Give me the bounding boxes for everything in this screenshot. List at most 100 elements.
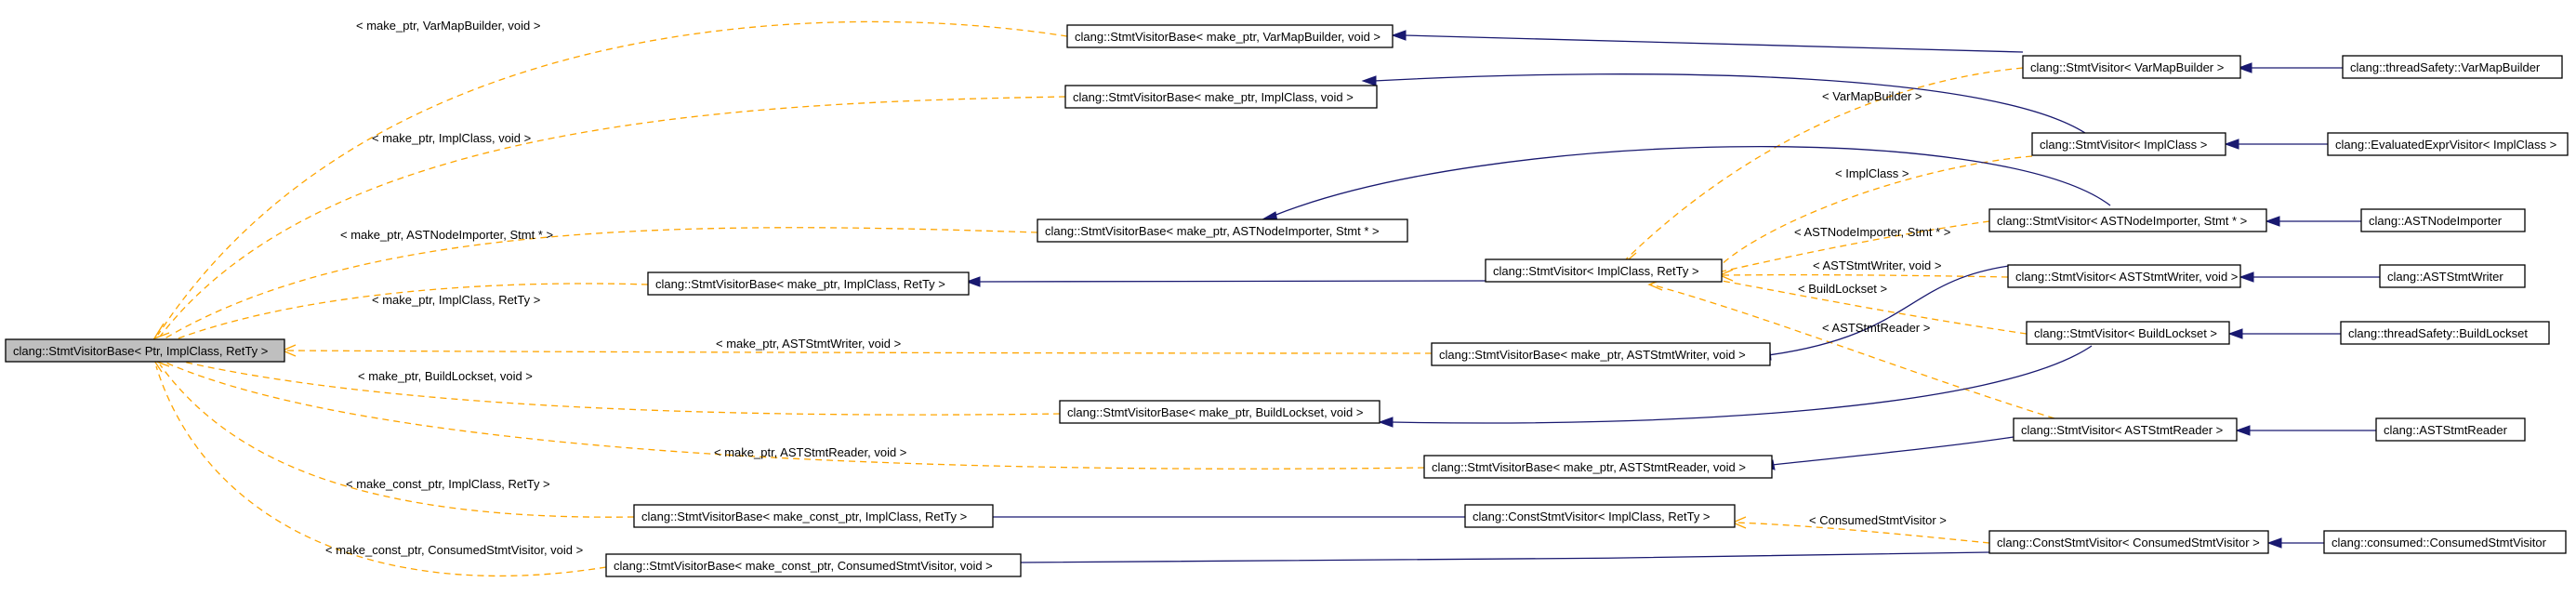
node-label: clang::StmtVisitorBase< Ptr, ImplClass, … [13, 344, 268, 358]
arrowhead [1378, 417, 1394, 428]
node-svb-aststmtwriter[interactable]: clang::StmtVisitorBase< make_ptr, ASTStm… [1431, 342, 1771, 366]
node-label: clang::StmtVisitorBase< make_ptr, ASTStm… [1439, 348, 1746, 362]
edge-sv-aststmtwriter [1721, 273, 2009, 278]
edge-sv-varmapbuilder [1624, 67, 2024, 261]
edge-label: < make_ptr, ASTNodeImporter, Stmt * > [340, 228, 553, 242]
edge-label: < make_ptr, VarMapBuilder, void > [356, 19, 540, 33]
arrowhead [965, 276, 981, 287]
node-label: clang::StmtVisitorBase< make_ptr, ASTStm… [1432, 460, 1746, 474]
edge-root-const-implclass [159, 364, 635, 518]
edge-label: < ASTNodeImporter, Stmt * > [1794, 225, 1950, 239]
node-root[interactable]: clang::StmtVisitorBase< Ptr, ImplClass, … [5, 338, 285, 363]
edge-sv-implclass [1719, 155, 2033, 267]
node-evaluatedexprvisitor[interactable]: clang::EvaluatedExprVisitor< ImplClass > [2327, 132, 2569, 156]
edge-label: < make_ptr, ImplClass, void > [372, 131, 531, 145]
edge-label: < make_ptr, BuildLockset, void > [358, 369, 533, 383]
node-label: clang::StmtVisitorBase< make_ptr, ImplCl… [1073, 90, 1354, 104]
arrowhead [2224, 139, 2239, 150]
node-svb-implclass-void[interactable]: clang::StmtVisitorBase< make_ptr, ImplCl… [1064, 85, 1378, 109]
node-svb-buildlockset[interactable]: clang::StmtVisitorBase< make_ptr, BuildL… [1059, 400, 1380, 424]
node-svb-const-implclass[interactable]: clang::StmtVisitorBase< make_const_ptr, … [633, 504, 994, 528]
node-ts-buildlockset[interactable]: clang::threadSafety::BuildLockset [2340, 321, 2550, 345]
edge-root-aststmtreader [161, 360, 1425, 470]
node-sv-implclass-retty[interactable]: clang::StmtVisitor< ImplClass, RetTy > [1485, 258, 1723, 283]
node-aststmtwriter[interactable]: clang::ASTStmtWriter [2379, 264, 2526, 288]
node-sv-aststmtwriter[interactable]: clang::StmtVisitor< ASTStmtWriter, void … [2007, 264, 2241, 288]
edge-root-varmapbuilder [157, 20, 1068, 336]
node-label: clang::ConstStmtVisitor< ConsumedStmtVis… [1997, 536, 2260, 549]
node-svb-varmapbuilder[interactable]: clang::StmtVisitorBase< make_ptr, VarMap… [1066, 24, 1394, 48]
edge-label: < VarMapBuilder > [1822, 89, 1922, 103]
edge-svb-const-consumed-to-csv [1018, 551, 1990, 563]
node-svb-astnodeimporter[interactable]: clang::StmtVisitorBase< make_ptr, ASTNod… [1037, 218, 1408, 243]
node-label: clang::StmtVisitor< ImplClass > [2040, 138, 2207, 152]
node-label: clang::StmtVisitor< BuildLockset > [2034, 326, 2217, 340]
nodes: clang::StmtVisitorBase< Ptr, ImplClass, … [5, 24, 2569, 577]
node-label: clang::StmtVisitorBase< make_ptr, ASTNod… [1045, 224, 1380, 238]
arrowhead [2235, 425, 2251, 436]
edge-svb-implclass-retty-to-sv [977, 280, 1486, 283]
node-label: clang::StmtVisitorBase< make_ptr, BuildL… [1067, 405, 1363, 419]
edges [152, 20, 2380, 577]
edge-label: < BuildLockset > [1798, 282, 1887, 296]
edge-svb-aststmtreader-to-sv [1771, 436, 2015, 466]
node-label: clang::ConstStmtVisitor< ImplClass, RetT… [1473, 510, 1711, 523]
node-label: clang::StmtVisitor< ImplClass, RetTy > [1493, 264, 1699, 278]
node-label: clang::StmtVisitorBase< make_ptr, VarMap… [1075, 30, 1380, 44]
edge-csv-consumed [1734, 522, 1990, 544]
edge-root-const-consumed [155, 365, 607, 577]
node-sv-aststmtreader[interactable]: clang::StmtVisitor< ASTStmtReader > [2013, 417, 2238, 442]
node-label: clang::threadSafety::VarMapBuilder [2350, 60, 2541, 74]
node-label: clang::StmtVisitorBase< make_const_ptr, … [614, 559, 993, 573]
node-label: clang::StmtVisitorBase< make_const_ptr, … [641, 510, 967, 523]
arrowhead [2237, 62, 2252, 73]
arrowhead [2239, 271, 2254, 283]
node-consumed-visitor[interactable]: clang::consumed::ConsumedStmtVisitor [2323, 530, 2567, 554]
node-sv-astnodeimporter[interactable]: clang::StmtVisitor< ASTNodeImporter, Stm… [1988, 208, 2267, 232]
node-csv-consumed[interactable]: clang::ConstStmtVisitor< ConsumedStmtVis… [1988, 530, 2269, 554]
arrowhead [1361, 75, 1377, 86]
edge-label: < make_const_ptr, ConsumedStmtVisitor, v… [325, 543, 583, 557]
arrowhead [1391, 30, 1407, 41]
edge-label: < ConsumedStmtVisitor > [1809, 513, 1947, 527]
edge-label: < ASTStmtWriter, void > [1813, 258, 1941, 272]
node-label: clang::threadSafety::BuildLockset [2348, 326, 2528, 340]
edge-svb-aststmtwriter-to-sv [1767, 264, 2016, 356]
node-label: clang::EvaluatedExprVisitor< ImplClass > [2335, 138, 2556, 152]
node-label: clang::ASTNodeImporter [2369, 214, 2503, 228]
open-arrowhead [152, 323, 170, 340]
edge-sv-astnodeimporter [1721, 220, 1990, 272]
node-astnodeimporter[interactable]: clang::ASTNodeImporter [2360, 208, 2526, 232]
node-svb-implclass-retty[interactable]: clang::StmtVisitorBase< make_ptr, ImplCl… [647, 271, 970, 296]
node-label: clang::StmtVisitor< ASTStmtWriter, void … [2015, 270, 2238, 284]
edge-label: < ImplClass > [1835, 166, 1909, 180]
edge-root-implclass-retty [163, 283, 649, 345]
arrowhead [2266, 537, 2282, 549]
node-aststmtreader[interactable]: clang::ASTStmtReader [2375, 417, 2526, 442]
node-sv-varmapbuilder[interactable]: clang::StmtVisitor< VarMapBuilder > [2022, 55, 2241, 79]
edge-labels: < make_ptr, VarMapBuilder, void > < make… [325, 19, 1950, 557]
edge-svb-astnodeimporter-to-sv [1273, 146, 2111, 217]
node-label: clang::StmtVisitor< ASTStmtReader > [2021, 423, 2223, 437]
edge-label: < make_ptr, ImplClass, RetTy > [372, 293, 540, 307]
edge-svb-varmapbuilder-to-sv [1403, 34, 2024, 53]
node-label: clang::ASTStmtReader [2384, 423, 2508, 437]
edge-root-aststmtwriter [284, 350, 1433, 354]
node-sv-implclass[interactable]: clang::StmtVisitor< ImplClass > [2031, 132, 2226, 156]
edge-root-implclass-void [159, 96, 1066, 338]
node-ts-varmapbuilder[interactable]: clang::threadSafety::VarMapBuilder [2342, 55, 2563, 79]
node-sv-buildlockset[interactable]: clang::StmtVisitor< BuildLockset > [2026, 321, 2230, 345]
arrowhead [2265, 216, 2280, 227]
edge-sv-aststmtreader [1650, 284, 2055, 419]
node-svb-aststmtreader[interactable]: clang::StmtVisitorBase< make_ptr, ASTStm… [1423, 455, 1773, 479]
node-label: clang::ASTStmtWriter [2387, 270, 2503, 284]
edge-label: < make_const_ptr, ImplClass, RetTy > [346, 477, 550, 491]
node-label: clang::StmtVisitorBase< make_ptr, ImplCl… [655, 277, 945, 291]
node-svb-const-consumed[interactable]: clang::StmtVisitorBase< make_const_ptr, … [605, 553, 1022, 577]
node-csv-implclass-retty[interactable]: clang::ConstStmtVisitor< ImplClass, RetT… [1464, 504, 1736, 528]
node-label: clang::StmtVisitor< ASTNodeImporter, Stm… [1997, 214, 2247, 228]
edge-svb-buildlockset-to-sv [1390, 345, 2093, 424]
edge-svb-implclass-void-to-sv [1373, 73, 2089, 136]
node-label: clang::StmtVisitor< VarMapBuilder > [2030, 60, 2224, 74]
